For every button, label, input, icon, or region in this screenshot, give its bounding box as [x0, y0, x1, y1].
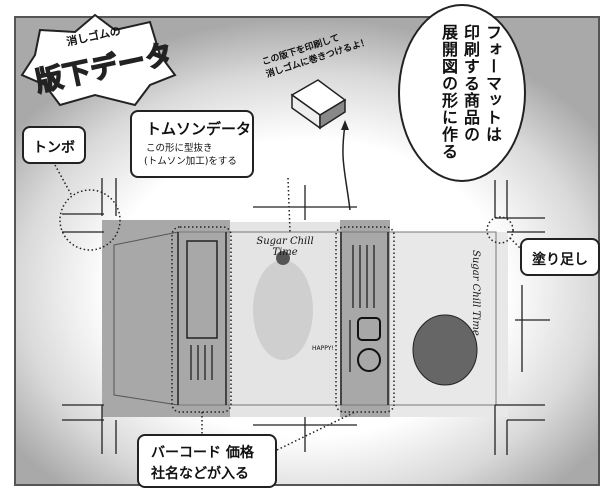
thomson-desc-1: この形に型抜き	[146, 143, 213, 154]
speech-bubble	[398, 4, 526, 182]
price-lines	[190, 245, 375, 380]
tombo-label-box: トンボ	[22, 126, 86, 164]
cherry-icon	[276, 251, 290, 265]
barcode-area	[186, 240, 218, 339]
barcode-label-1: バーコード 価格	[151, 445, 254, 461]
recycle-paper-icon	[357, 317, 381, 341]
eraser-icon	[290, 79, 347, 130]
happy-text: HAPPY!	[312, 345, 334, 352]
brand-text-back: Sugar Chill Time	[470, 250, 481, 336]
jelly-illustration	[412, 314, 478, 386]
bleed-label: 塗り足し	[532, 252, 588, 268]
bubble-line-1: フォーマットは	[483, 24, 502, 143]
thomson-label-box: トムソンデータ この形に型抜き (トムソン加工)をする	[130, 110, 254, 178]
brand-text-front: Sugar Chill Time	[256, 236, 314, 258]
tombo-label: トンボ	[33, 140, 75, 156]
thomson-desc-2: (トムソン加工)をする	[144, 156, 237, 167]
barcode-label-2: 社名などが入る	[151, 466, 249, 482]
bleed-label-box: 塗り足し	[520, 238, 600, 276]
barcode-label-box: バーコード 価格 社名などが入る	[137, 434, 277, 488]
bubble-line-3: 展開図の形に作る	[439, 24, 458, 160]
thomson-title: トムソンデータ	[146, 120, 252, 138]
arrow-curve	[342, 124, 351, 211]
recycle-plastic-icon	[357, 348, 381, 372]
barcode-panel	[178, 220, 230, 417]
bubble-line-2: 印刷する商品の	[461, 24, 480, 143]
parfait-illustration	[253, 260, 313, 360]
title-star-shape	[20, 13, 177, 107]
bubble-text: フォーマットは 印刷する商品の 展開図の形に作る	[437, 24, 503, 164]
flap-trim-line	[113, 231, 179, 406]
flap-panel	[102, 220, 178, 417]
crop-marks	[62, 178, 550, 455]
